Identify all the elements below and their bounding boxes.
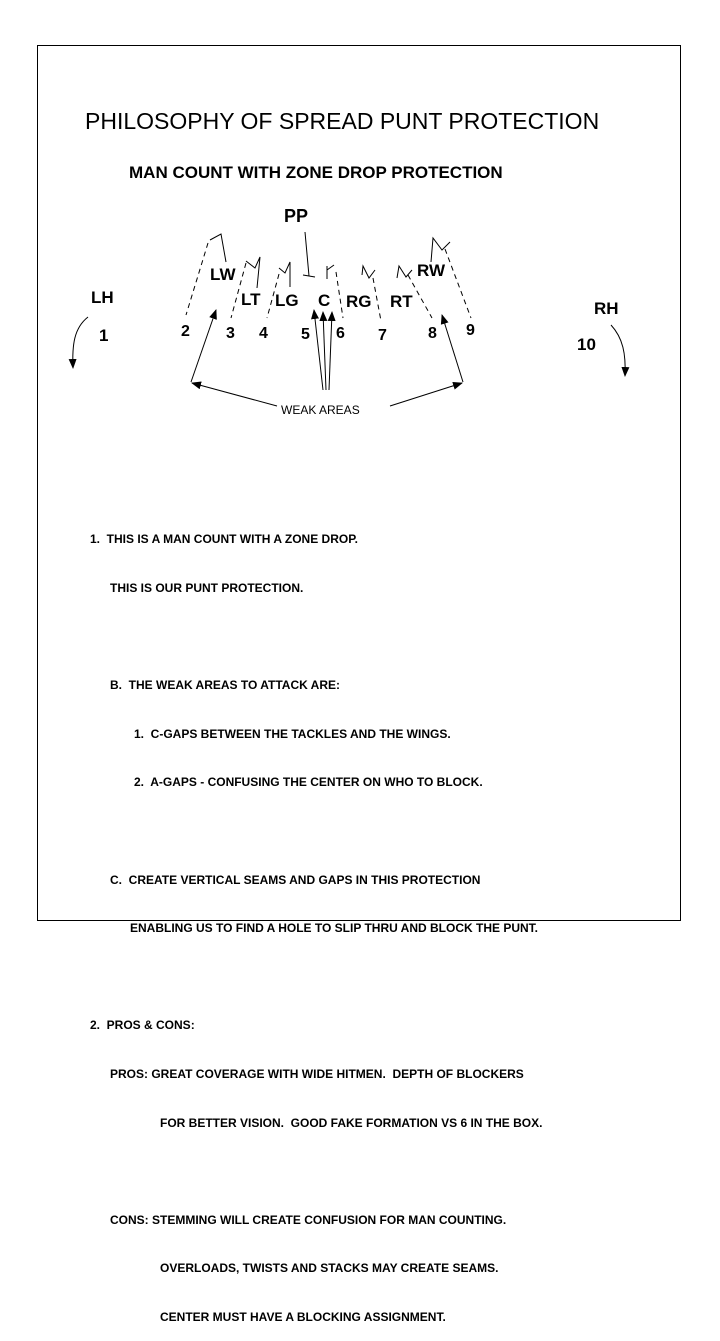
rush-lane-2 xyxy=(185,242,209,316)
rw-flag-icon xyxy=(430,236,451,263)
weak-area-arrow xyxy=(389,381,463,407)
lt-label: LT xyxy=(241,290,261,309)
rusher-number: 8 xyxy=(428,325,437,342)
note-line: PROS: GREAT COVERAGE WITH WIDE HITMEN. D… xyxy=(110,1066,524,1081)
page-title: PHILOSOPHY OF SPREAD PUNT PROTECTION xyxy=(85,108,600,134)
weak-area-arrow xyxy=(311,309,324,391)
c-flag-icon xyxy=(326,264,335,279)
lh-curved-arrow-icon xyxy=(68,316,89,369)
page-border xyxy=(37,45,681,921)
lw-flag-icon xyxy=(209,233,227,263)
rt-flag-icon xyxy=(396,264,413,279)
rush-lane-6 xyxy=(335,271,344,319)
lg-flag-icon xyxy=(278,261,291,287)
rw-label: RW xyxy=(417,261,446,280)
rh-curved-arrow-icon xyxy=(610,324,630,377)
note-line: ENABLING US TO FIND A HOLE TO SLIP THRU … xyxy=(130,921,539,936)
rush-lane-4 xyxy=(266,273,280,319)
rg-flag-icon xyxy=(361,264,376,279)
pp-label: PP xyxy=(284,206,308,226)
note-line: OVERLOADS, TWISTS AND STACKS MAY CREATE … xyxy=(160,1261,499,1276)
note-line: 2. PROS & CONS: xyxy=(90,1018,195,1033)
note-line: CONS: STEMMING WILL CREATE CONFUSION FOR… xyxy=(110,1212,507,1227)
rusher-number: 10 xyxy=(577,335,596,354)
rusher-number: 9 xyxy=(466,322,475,339)
lh-label: LH xyxy=(91,288,114,307)
rusher-number: 3 xyxy=(226,325,235,342)
rusher-number: 4 xyxy=(259,325,268,342)
lg-label: LG xyxy=(275,291,299,310)
rusher-number: 2 xyxy=(181,323,190,340)
weak-area-arrow xyxy=(191,381,278,407)
rush-lane-9 xyxy=(444,248,472,319)
rh-label: RH xyxy=(594,299,619,318)
rusher-number: 5 xyxy=(301,326,310,343)
rusher-number: 1 xyxy=(99,326,108,345)
weak-areas-label: WEAK AREAS xyxy=(281,403,360,417)
rg-label: RG xyxy=(346,292,372,311)
page-subtitle: MAN COUNT WITH ZONE DROP PROTECTION xyxy=(129,163,503,182)
weak-area-arrow xyxy=(440,314,464,383)
rt-label: RT xyxy=(390,292,413,311)
protection-diagram: PP LW LT LG C RG RT RW LH RH 1 2 3 4 5 6… xyxy=(68,206,630,417)
note-line: CENTER MUST HAVE A BLOCKING ASSIGNMENT. xyxy=(160,1309,446,1324)
note-line: 1. C-GAPS BETWEEN THE TACKLES AND THE WI… xyxy=(134,726,451,741)
rush-lane-3 xyxy=(230,262,247,319)
weak-area-arrow xyxy=(327,311,336,391)
note-line: 1. THIS IS A MAN COUNT WITH A ZONE DROP. xyxy=(90,532,359,547)
weak-area-arrow xyxy=(190,309,217,383)
note-line: C. CREATE VERTICAL SEAMS AND GAPS IN THI… xyxy=(110,872,481,887)
note-line: THIS IS OUR PUNT PROTECTION. xyxy=(110,581,304,595)
note-line: B. THE WEAK AREAS TO ATTACK ARE: xyxy=(110,678,340,693)
lw-label: LW xyxy=(210,265,236,284)
weak-area-arrow xyxy=(319,311,328,391)
rush-lane-7 xyxy=(372,277,382,322)
pp-line-icon xyxy=(302,231,316,278)
note-line: 2. A-GAPS - CONFUSING THE CENTER ON WHO … xyxy=(134,775,483,790)
rusher-number: 7 xyxy=(378,327,387,344)
c-label: C xyxy=(318,291,330,310)
lt-flag-icon xyxy=(245,256,261,289)
rusher-number: 6 xyxy=(336,325,345,342)
notes-block: 1. THIS IS A MAN COUNT WITH A ZONE DROP.… xyxy=(90,499,542,1341)
note-line: FOR BETTER VISION. GOOD FAKE FORMATION V… xyxy=(160,1115,543,1130)
